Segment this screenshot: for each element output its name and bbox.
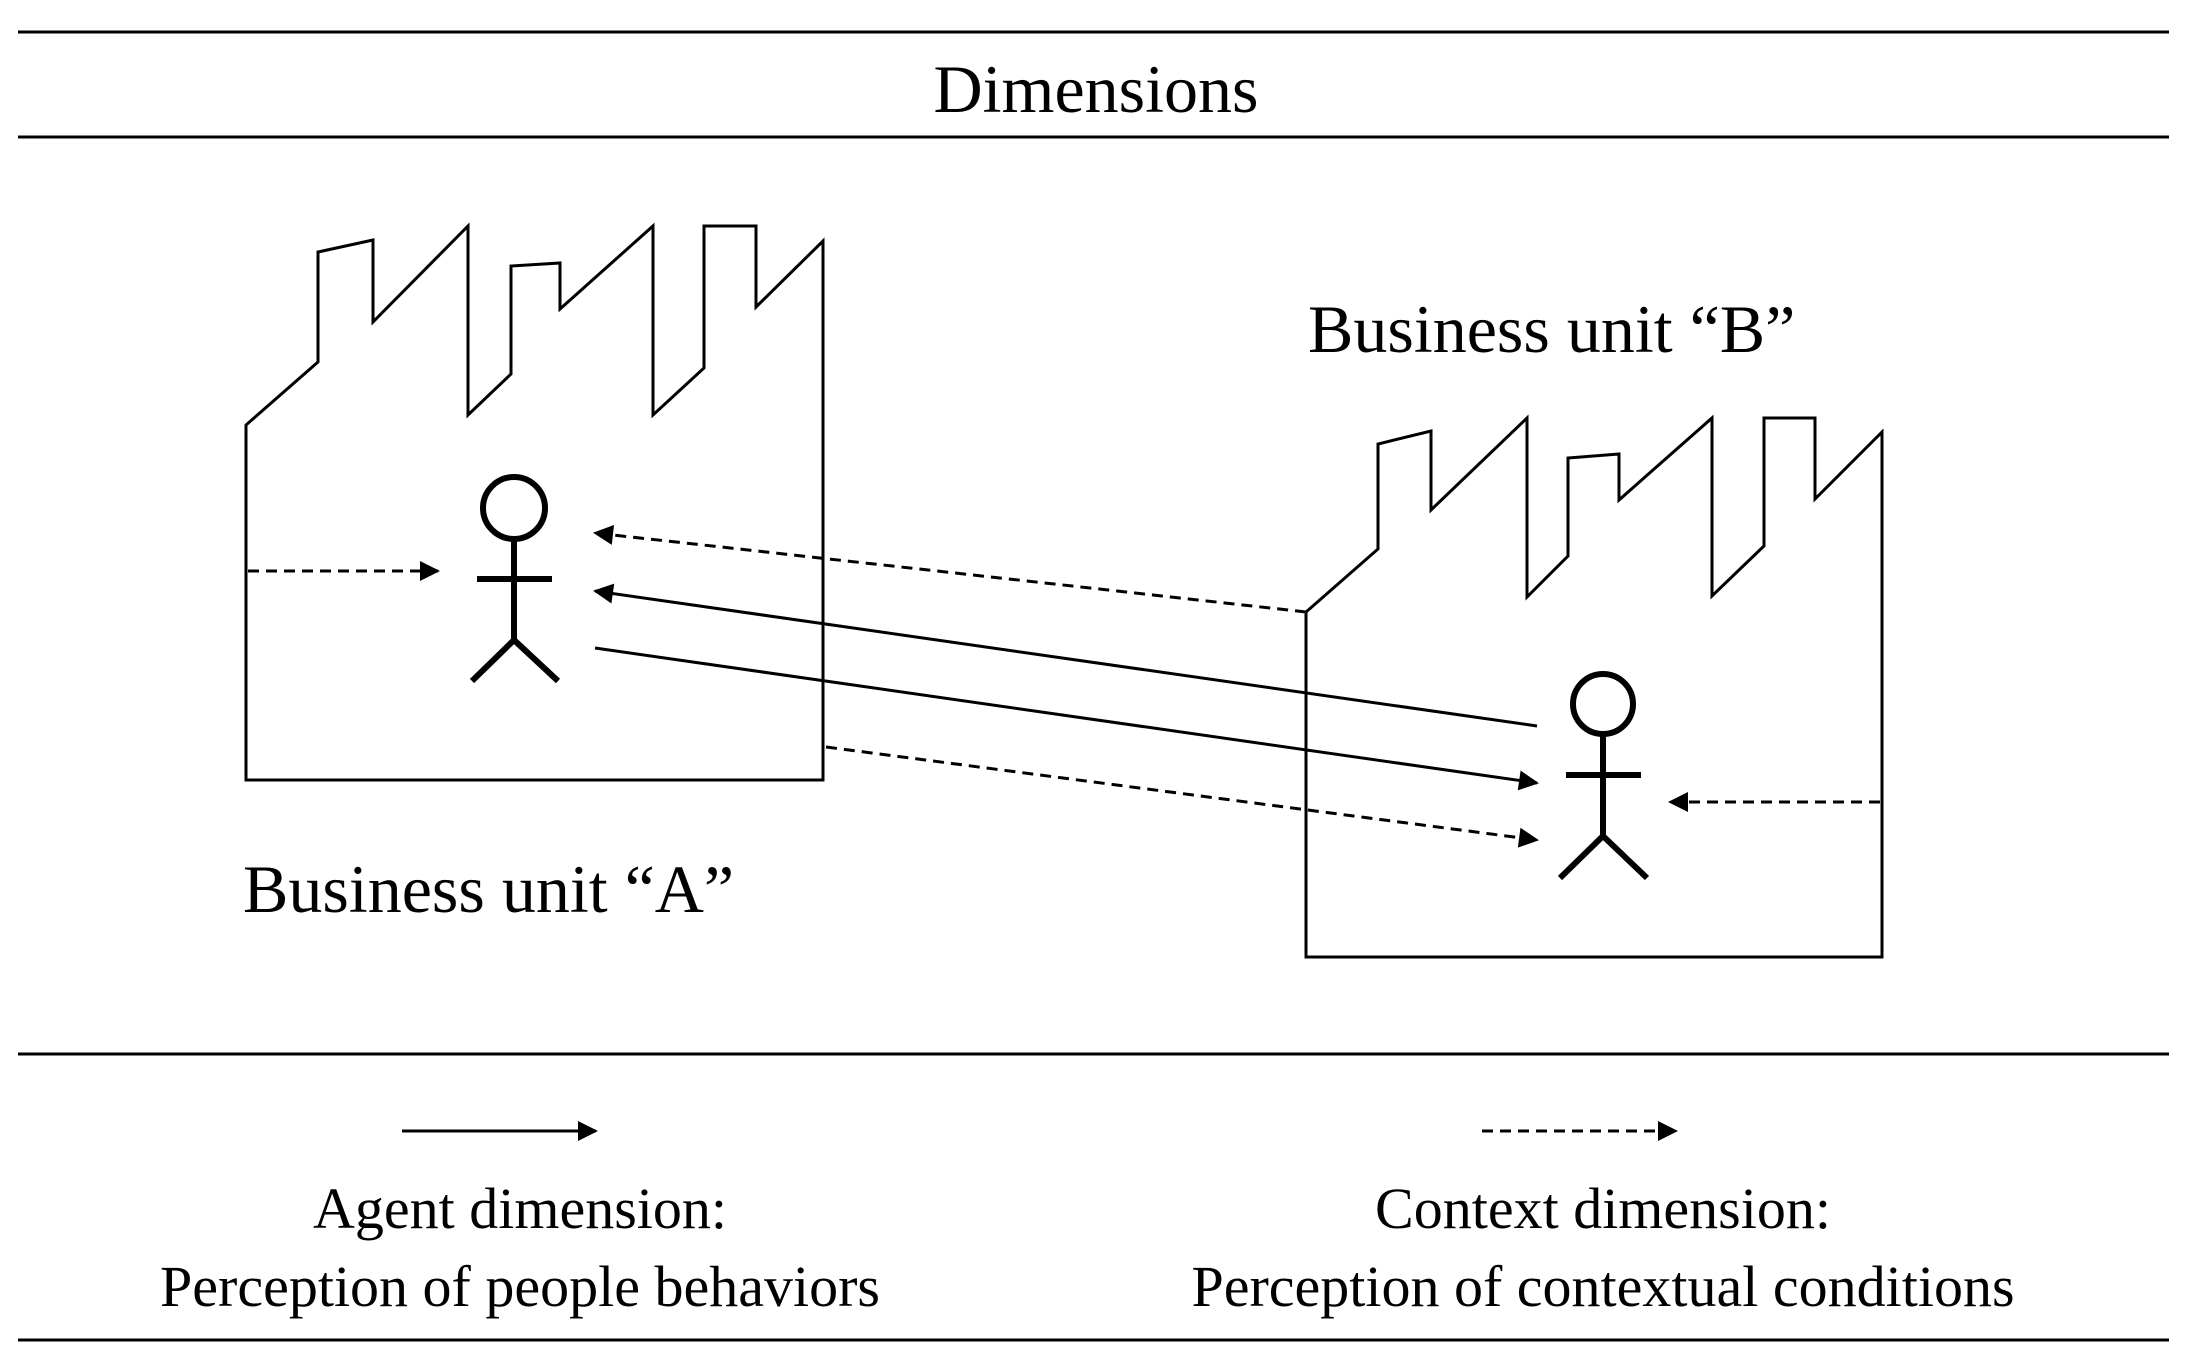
factory-b-icon [1304,414,1884,959]
legend-context-title: Context dimension: [1375,1176,1831,1241]
agent-arrow-b-to-a [593,583,1538,728]
header-title: Dimensions [934,51,1259,127]
legend-context-description: Perception of contextual conditions [1191,1254,2014,1319]
unit-b-label: Business unit “B” [1308,291,1795,367]
context-arrow-b-to-a [593,525,1307,614]
legend-agent-title: Agent dimension: [313,1176,727,1241]
factory-a-icon [244,222,825,782]
context-arrow-a-to-b [825,745,1539,848]
person-b-icon [1557,671,1650,881]
unit-a-label: Business unit “A” [243,851,734,927]
person-a-icon [469,474,561,684]
agent-arrow-a-to-b [594,646,1539,791]
legend-context: Context dimension: Perception of context… [1191,1121,2015,1319]
legend-agent: Agent dimension: Perception of people be… [160,1121,880,1319]
legend-agent-description: Perception of people behaviors [160,1254,880,1319]
